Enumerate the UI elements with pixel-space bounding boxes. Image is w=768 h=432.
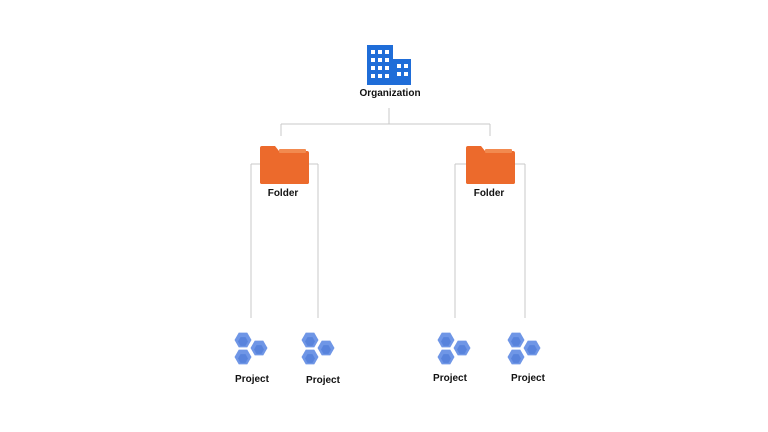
hexagon-shade [305,337,315,346]
project-node-1 [233,331,269,367]
hexagon-cluster-icon [234,332,268,365]
organization-label: Organization [359,88,421,99]
project-node-2 [300,331,336,367]
hexagon-shade [238,354,248,363]
hexagon-shade [254,345,264,354]
hexagon-shade [511,354,521,363]
hexagon-shade [527,345,537,354]
hexagon-cluster-icon [507,332,541,365]
project-2-label: Project [306,375,340,386]
project-3-label: Project [433,373,467,384]
hexagon-shade [441,354,451,363]
project-node-3 [436,331,472,367]
hexagon-shade [321,345,331,354]
building-icon [367,45,411,85]
organization-node [366,45,412,85]
folder-node-1 [260,146,309,184]
folder-node-2 [466,146,515,184]
hexagon-cluster-icon [301,332,335,365]
folder-2-label: Folder [473,188,505,199]
project-node-4 [506,331,542,367]
hexagon-cluster-icon [437,332,471,365]
project-1-label: Project [235,374,269,385]
hexagon-shade [441,337,451,346]
folder-icon [260,146,309,184]
folder-icon [466,146,515,184]
hexagon-shade [238,337,248,346]
hexagon-shade [511,337,521,346]
hexagon-shade [457,345,467,354]
project-4-label: Project [511,373,545,384]
folder-1-label: Folder [267,188,299,199]
hexagon-shade [305,354,315,363]
